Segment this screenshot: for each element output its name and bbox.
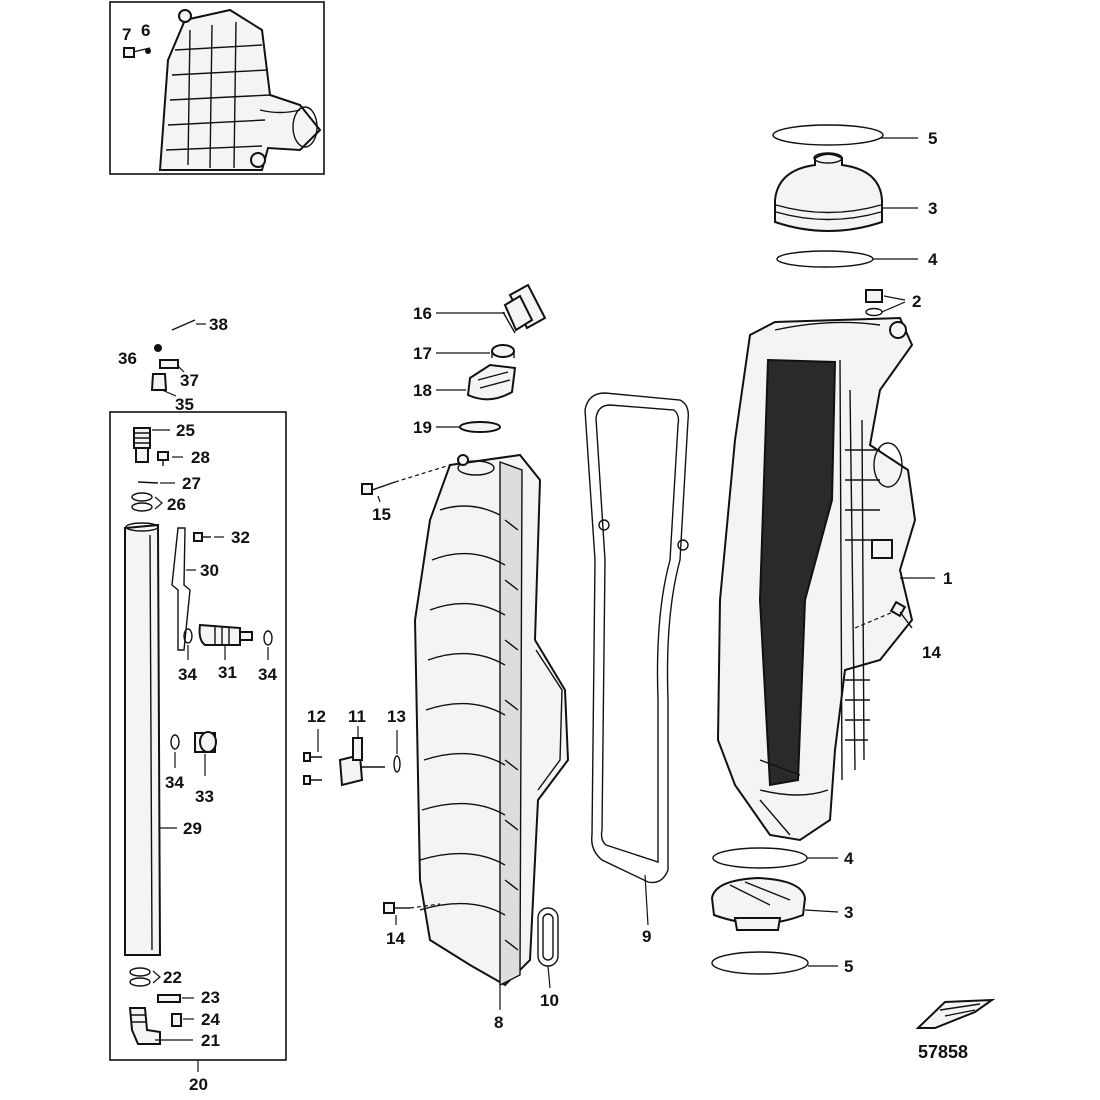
- valve-35: 35: [150, 373, 194, 414]
- callout-24: 24: [201, 1010, 220, 1029]
- sensor-11: 11: [338, 707, 385, 787]
- bolt-14-left: 14: [383, 902, 441, 948]
- plug-2: 2: [865, 289, 921, 317]
- callout-10: 10: [540, 991, 559, 1010]
- callout-5-top: 5: [928, 129, 937, 148]
- callout-8: 8: [494, 1013, 503, 1032]
- screws-12: 12: [303, 707, 326, 785]
- o-ring-34-c: 34: [165, 734, 184, 792]
- callout-2: 2: [912, 292, 921, 311]
- callout-21: 21: [201, 1031, 220, 1050]
- bolt-14-right: 14: [854, 600, 941, 662]
- ring-5-top: 5: [772, 124, 937, 148]
- callout-7: 7: [122, 25, 131, 44]
- callout-17: 17: [413, 344, 432, 363]
- callout-31: 31: [218, 663, 237, 682]
- callout-27: 27: [182, 474, 201, 493]
- cap-36: 36: [118, 344, 162, 368]
- pressure-fitting-33: 33: [194, 731, 217, 806]
- o-ring-34-b: 34: [258, 630, 277, 684]
- callout-11: 11: [348, 707, 366, 726]
- callout-3-bottom: 3: [844, 903, 853, 922]
- callout-32: 32: [231, 528, 250, 547]
- elbow-fitting-21: 21: [128, 1007, 220, 1050]
- callout-4-bottom: 4: [844, 849, 854, 868]
- o-rings-26: 26: [131, 492, 186, 514]
- bolt-15: 15: [361, 464, 451, 524]
- callout-33: 33: [195, 787, 214, 806]
- callout-38: 38: [209, 315, 228, 334]
- clip-23: 23: [157, 988, 220, 1007]
- fuel-rail-29: 29: [124, 522, 202, 956]
- callout-30: 30: [200, 561, 219, 580]
- manifold-8: 8: [413, 453, 570, 1032]
- injector-31: 31: [198, 623, 253, 682]
- callout-29: 29: [183, 819, 202, 838]
- callout-19: 19: [413, 418, 432, 437]
- inset-detail-view: 7 6: [109, 1, 325, 175]
- callout-14-left: 14: [386, 929, 405, 948]
- callout-22: 22: [163, 968, 182, 987]
- ring-5-bottom: 5: [711, 951, 853, 976]
- valve-27: 27: [137, 474, 201, 493]
- callout-12: 12: [307, 707, 326, 726]
- o-ring-4-top: 4: [776, 250, 938, 269]
- clip-37: 37: [159, 359, 199, 390]
- screw-38: 38: [171, 315, 228, 334]
- gasket-9: 9: [584, 392, 690, 946]
- spacer-17: 17: [413, 344, 515, 363]
- callout-34-c: 34: [165, 773, 184, 792]
- cooler-housing-1: 1: [716, 316, 952, 842]
- callout-23: 23: [201, 988, 220, 1007]
- end-cap-3-bottom: 3: [710, 876, 853, 931]
- figure-number: 57858: [918, 1042, 968, 1062]
- orientation-icon: [915, 998, 996, 1029]
- o-rings-22: 22: [129, 967, 182, 987]
- seal-10: 10: [537, 907, 559, 1010]
- sensor-16: 16: [413, 283, 547, 334]
- callout-18: 18: [413, 381, 432, 400]
- callout-4-top: 4: [928, 250, 938, 269]
- callout-1: 1: [943, 569, 952, 588]
- callout-14-right: 14: [922, 643, 941, 662]
- clamp-19: 19: [413, 418, 501, 437]
- gasket-strip-30: 30: [171, 527, 219, 651]
- callout-35: 35: [175, 395, 194, 414]
- o-ring-4-bottom: 4: [712, 847, 854, 869]
- boot-18: 18: [413, 363, 517, 401]
- callout-13: 13: [387, 707, 406, 726]
- callout-26: 26: [167, 495, 186, 514]
- callout-37: 37: [180, 371, 199, 390]
- fuel-rail-assembly-box: 20: [109, 411, 287, 1094]
- callout-34-b: 34: [258, 665, 277, 684]
- callout-5-bottom: 5: [844, 957, 853, 976]
- callout-9: 9: [642, 927, 651, 946]
- callout-36: 36: [118, 349, 137, 368]
- cap-28: 28: [157, 448, 210, 467]
- callout-28: 28: [191, 448, 210, 467]
- o-ring-34-a: 34: [178, 628, 197, 684]
- cap-24: 24: [171, 1010, 220, 1029]
- screw-32: 32: [193, 528, 250, 547]
- callout-15: 15: [372, 505, 391, 524]
- fitting-25: 25: [133, 421, 195, 463]
- callout-3-top: 3: [928, 199, 937, 218]
- end-cap-3-top: 3: [774, 152, 937, 232]
- callout-20: 20: [189, 1075, 208, 1094]
- o-ring-13: 13: [387, 707, 406, 773]
- callout-25: 25: [176, 421, 195, 440]
- callout-6: 6: [141, 21, 150, 40]
- callout-34-a: 34: [178, 665, 197, 684]
- callout-16: 16: [413, 304, 432, 323]
